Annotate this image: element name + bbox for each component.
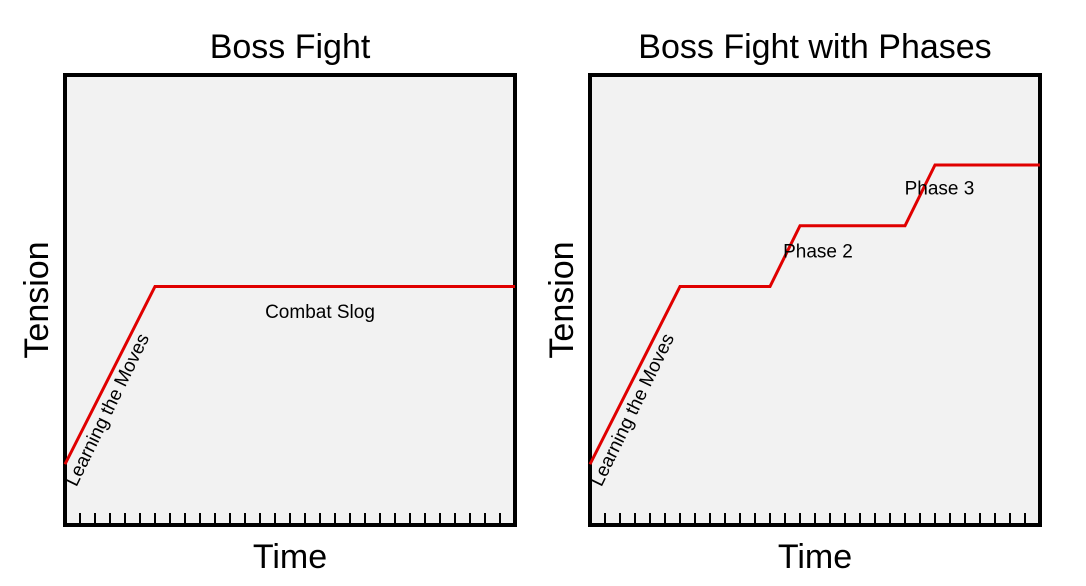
annotation-phase-2: Phase 2 <box>783 241 853 262</box>
tension-line <box>588 163 1040 465</box>
x-axis-label: Time <box>253 538 327 576</box>
chart-boss-fight: Boss Fight Learning the Moves Combat Slo… <box>18 28 517 576</box>
chart-boss-fight-with-phases: Boss Fight with Phases Learning the Move… <box>543 28 1042 576</box>
x-axis-ticks <box>604 513 1026 525</box>
y-axis-label: Tension <box>543 241 581 358</box>
y-axis-label: Tension <box>18 241 56 358</box>
tension-line <box>63 285 515 465</box>
annotation-phase-3: Phase 3 <box>905 178 975 199</box>
x-axis-ticks <box>79 513 501 525</box>
chart-title: Boss Fight with Phases <box>638 28 991 66</box>
plot-area <box>63 73 517 527</box>
annotation-combat-slog: Combat Slog <box>265 302 375 323</box>
x-axis-label: Time <box>778 538 852 576</box>
chart-title: Boss Fight <box>210 28 371 66</box>
plot-area <box>588 73 1042 527</box>
